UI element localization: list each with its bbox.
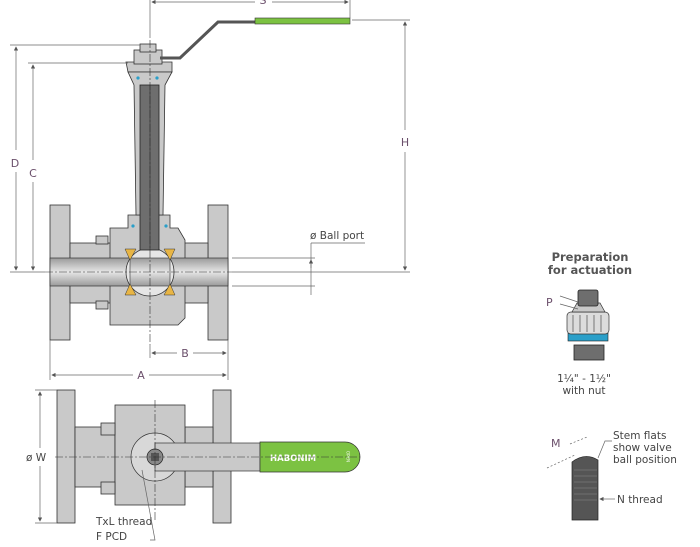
svg-text:1¼" - 1½": 1¼" - 1½" — [557, 373, 611, 385]
svg-text:ø W: ø W — [26, 452, 47, 464]
dimension-h: H — [232, 19, 410, 273]
dimension-s: S — [149, 0, 351, 38]
svg-text:P: P — [546, 296, 553, 309]
svg-text:D: D — [11, 157, 19, 170]
front-view: S D C H ø Ball port — [10, 0, 410, 382]
dimension-w: ø W — [26, 389, 57, 524]
svg-text:B: B — [181, 347, 189, 360]
handle-grip — [254, 17, 351, 25]
svg-text:Stem flats: Stem flats — [613, 430, 666, 442]
dimension-b: B — [149, 340, 229, 380]
svg-text:H: H — [401, 136, 409, 149]
svg-text:F PCD: F PCD — [96, 531, 127, 543]
svg-text:TxL thread: TxL thread — [95, 516, 152, 528]
handle-lever — [160, 20, 255, 60]
body-bolt — [95, 235, 109, 245]
open-mark: OPEN — [346, 451, 351, 462]
svg-text:ø Ball port: ø Ball port — [310, 230, 364, 242]
stem-detail: M Stem flats show valve ball position N … — [546, 430, 677, 521]
dimension-d: D — [10, 44, 140, 271]
svg-text:show valve: show valve — [613, 442, 672, 454]
dimension-a: A — [49, 340, 227, 382]
habonim-logo: HABONIM — [270, 454, 316, 464]
svg-text:with nut: with nut — [562, 385, 605, 397]
stem — [139, 84, 160, 251]
svg-text:ball position: ball position — [613, 454, 677, 466]
svg-text:C: C — [29, 167, 37, 180]
svg-text:S: S — [260, 0, 267, 7]
dimension-ball-port: ø Ball port — [232, 230, 365, 295]
top-view: HABONIM OPEN ø W TxL thread F PCD — [26, 389, 361, 543]
body-bolt — [95, 300, 109, 310]
svg-text:N thread: N thread — [617, 494, 663, 506]
svg-text:M: M — [551, 437, 561, 450]
dimension-c: C — [28, 62, 128, 271]
svg-text:A: A — [137, 369, 145, 382]
actuation-detail: Preparation for actuation P 1¼" - 1½" wi… — [546, 250, 632, 397]
left-flange-top — [56, 389, 76, 524]
stem-top — [139, 43, 157, 53]
seat-rings — [124, 248, 176, 296]
svg-text:Preparation: Preparation — [552, 250, 629, 264]
svg-text:for actuation: for actuation — [548, 263, 632, 277]
